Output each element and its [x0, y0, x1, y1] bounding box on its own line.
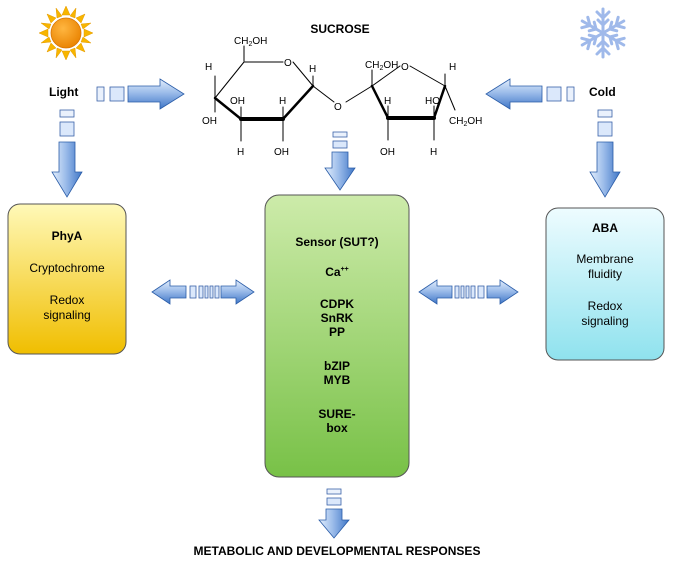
atom-h-5: H: [449, 62, 456, 73]
aba-label: ABA: [592, 221, 618, 235]
atom-h-2: H: [309, 64, 316, 75]
atom-oh-2: OH: [202, 116, 217, 127]
cryptochrome-label: Cryptochrome: [29, 261, 105, 275]
atom-h-1: H: [205, 62, 212, 73]
bzip-label: bZIP: [324, 359, 350, 373]
sun-icon: [38, 5, 94, 61]
sucrose-atom-labels: CH2OH O H H OH H OH H OH O CH2OH O H H H…: [202, 36, 482, 158]
cold-signaling-box: ABA Membrane fluidity Redox signaling: [545, 207, 665, 361]
atom-o-bridge: O: [334, 102, 342, 113]
sure-label: SURE-: [318, 407, 355, 421]
myb-label: MYB: [324, 373, 351, 387]
calcium-label: Ca++: [325, 265, 349, 279]
sugar-signaling-box: Sensor (SUT?) Ca++ CDPK SnRK PP bZIP MYB…: [264, 194, 410, 478]
cdpk-label: CDPK: [320, 297, 354, 311]
sucrose-title: SUCROSE: [310, 22, 369, 36]
atom-oh-4: OH: [380, 147, 395, 158]
atom-ho-1: HO: [425, 96, 440, 107]
responses-label: METABOLIC AND DEVELOPMENTAL RESPONSES: [194, 544, 481, 558]
light-label: Light: [49, 85, 78, 99]
light-to-phya-arrow: [51, 109, 83, 198]
atom-o-glucose: O: [284, 58, 292, 69]
snrk-label: SnRK: [321, 311, 354, 325]
box-label: box: [326, 421, 348, 435]
light-to-sucrose-arrow: [96, 78, 185, 110]
redox-label-right: Redox: [588, 299, 623, 313]
cold-to-sucrose-arrow: [485, 78, 575, 110]
atom-ch2oh-fructose: CH2OH: [365, 60, 398, 72]
atom-oh-3: OH: [274, 147, 289, 158]
sucrose-structure: [213, 45, 456, 142]
snowflake-icon: [577, 7, 629, 59]
atom-h-4: H: [237, 147, 244, 158]
atom-ch2oh-top: CH2OH: [234, 36, 267, 48]
left-double-arrow: [151, 279, 255, 305]
atom-o-fructose: O: [401, 62, 409, 73]
atom-h-3: H: [279, 96, 286, 107]
sensor-label: Sensor (SUT?): [295, 235, 378, 249]
pp-label: PP: [329, 325, 345, 339]
atom-ch2oh-right: CH2OH: [449, 116, 482, 128]
atom-h-7: H: [430, 147, 437, 158]
signaling-label: signaling: [43, 308, 90, 322]
membrane-label: Membrane: [576, 252, 634, 266]
atom-h-6: H: [384, 96, 391, 107]
cold-to-aba-arrow: [589, 109, 621, 198]
fluidity-label: fluidity: [588, 267, 622, 281]
atom-oh-1: OH: [230, 96, 245, 107]
light-signaling-box: PhyA Cryptochrome Redox signaling: [7, 203, 127, 355]
sucrose-to-sensor-arrow: [324, 131, 356, 191]
right-double-arrow: [418, 279, 519, 305]
phya-label: PhyA: [52, 229, 83, 243]
signaling-label-right: signaling: [581, 314, 628, 328]
redox-label: Redox: [50, 293, 85, 307]
cold-label: Cold: [589, 85, 616, 99]
responses-arrow: [318, 488, 350, 539]
